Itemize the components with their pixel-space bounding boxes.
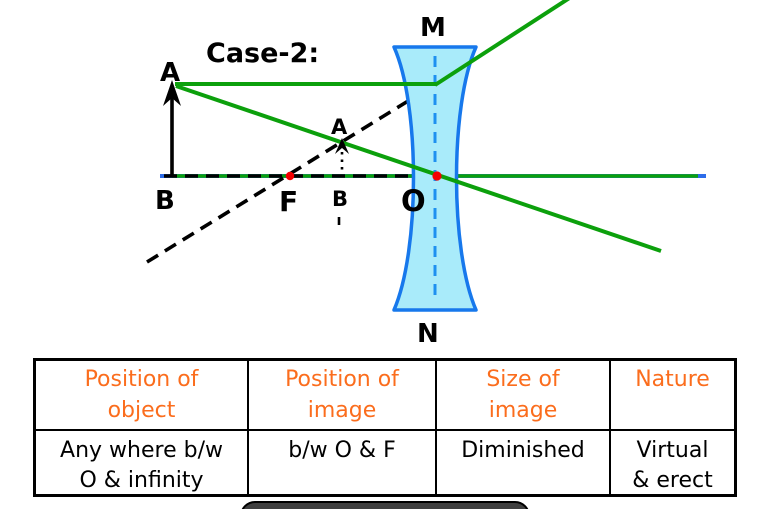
case-title: Case-2: <box>206 38 319 69</box>
refracted-diverging-ray <box>433 0 571 87</box>
cell-size-of-image: Diminished <box>437 431 611 494</box>
label-object-base-B: B <box>155 186 175 216</box>
header-size-of-image: Size of image <box>437 361 611 431</box>
ray-diagram: Case-2: M N A B F O A B <box>146 0 706 349</box>
header-position-of-object: Position of object <box>36 361 249 431</box>
label-focus-F: F <box>279 185 298 218</box>
image-arrowhead <box>335 138 349 154</box>
cell-position-of-image: b/w O & F <box>249 431 437 494</box>
label-optical-center-O: O <box>401 184 426 218</box>
header-nature: Nature <box>611 361 734 431</box>
label-lens-top-M: M <box>420 13 446 43</box>
header-position-of-image: Position of image <box>249 361 437 431</box>
label-object-tip-A: A <box>160 58 180 88</box>
optical-center-dot <box>432 171 442 181</box>
object-arrowhead <box>163 80 181 106</box>
bottom-banner <box>240 501 530 509</box>
cell-position-of-object: Any where b/w O & infinity <box>36 431 249 494</box>
cell-nature: Virtual & erect <box>632 438 713 493</box>
ray-through-optical-center <box>175 84 662 253</box>
label-lens-bottom-N: N <box>417 319 439 349</box>
label-image-tip-A: A <box>331 115 348 139</box>
focus-dot <box>285 171 295 181</box>
summary-table: Position of object Position of image Siz… <box>33 358 737 497</box>
label-image-base-B: B <box>332 187 348 211</box>
